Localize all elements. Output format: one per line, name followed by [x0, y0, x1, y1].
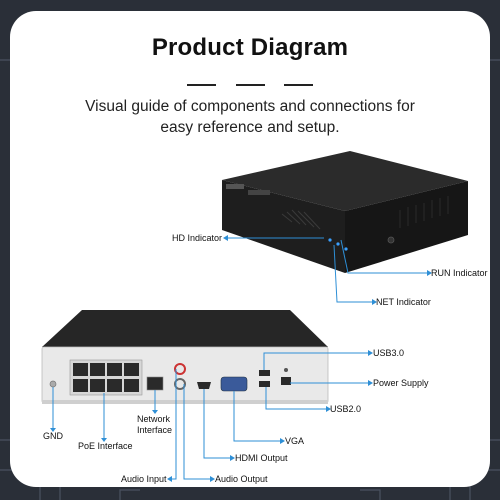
callout-lines — [52, 237, 427, 480]
title-divider-dash — [187, 84, 216, 86]
vga-label: VGA — [285, 436, 305, 446]
network-interface-label: Network Interface — [137, 414, 173, 435]
page-subtitle: Visual guide of components and connectio… — [85, 98, 415, 136]
nvr-rear-view — [41, 310, 329, 404]
title-divider-dash — [236, 84, 265, 86]
poe-interface-label: PoE Interface — [78, 441, 133, 451]
gnd-label: GND — [43, 431, 63, 441]
usb20-label: USB2.0 — [330, 404, 362, 414]
power-supply-label: Power Supply — [373, 378, 429, 388]
title-divider-dash — [284, 84, 313, 86]
usb30-label: USB3.0 — [373, 348, 405, 358]
page-title: Product Diagram — [151, 34, 349, 61]
hdmi-output-label: HDMI Output — [235, 453, 288, 463]
callout-arrowheads — [50, 235, 432, 482]
audio-output-label: Audio Output — [215, 474, 268, 484]
audio-input-label: Audio Input — [121, 474, 167, 484]
nvr-front-view — [222, 151, 468, 273]
hd-indicator-label: HD Indicator — [172, 233, 223, 243]
net-indicator-label: NET Indicator — [376, 297, 431, 307]
run-indicator-label: RUN Indicator — [431, 268, 488, 278]
